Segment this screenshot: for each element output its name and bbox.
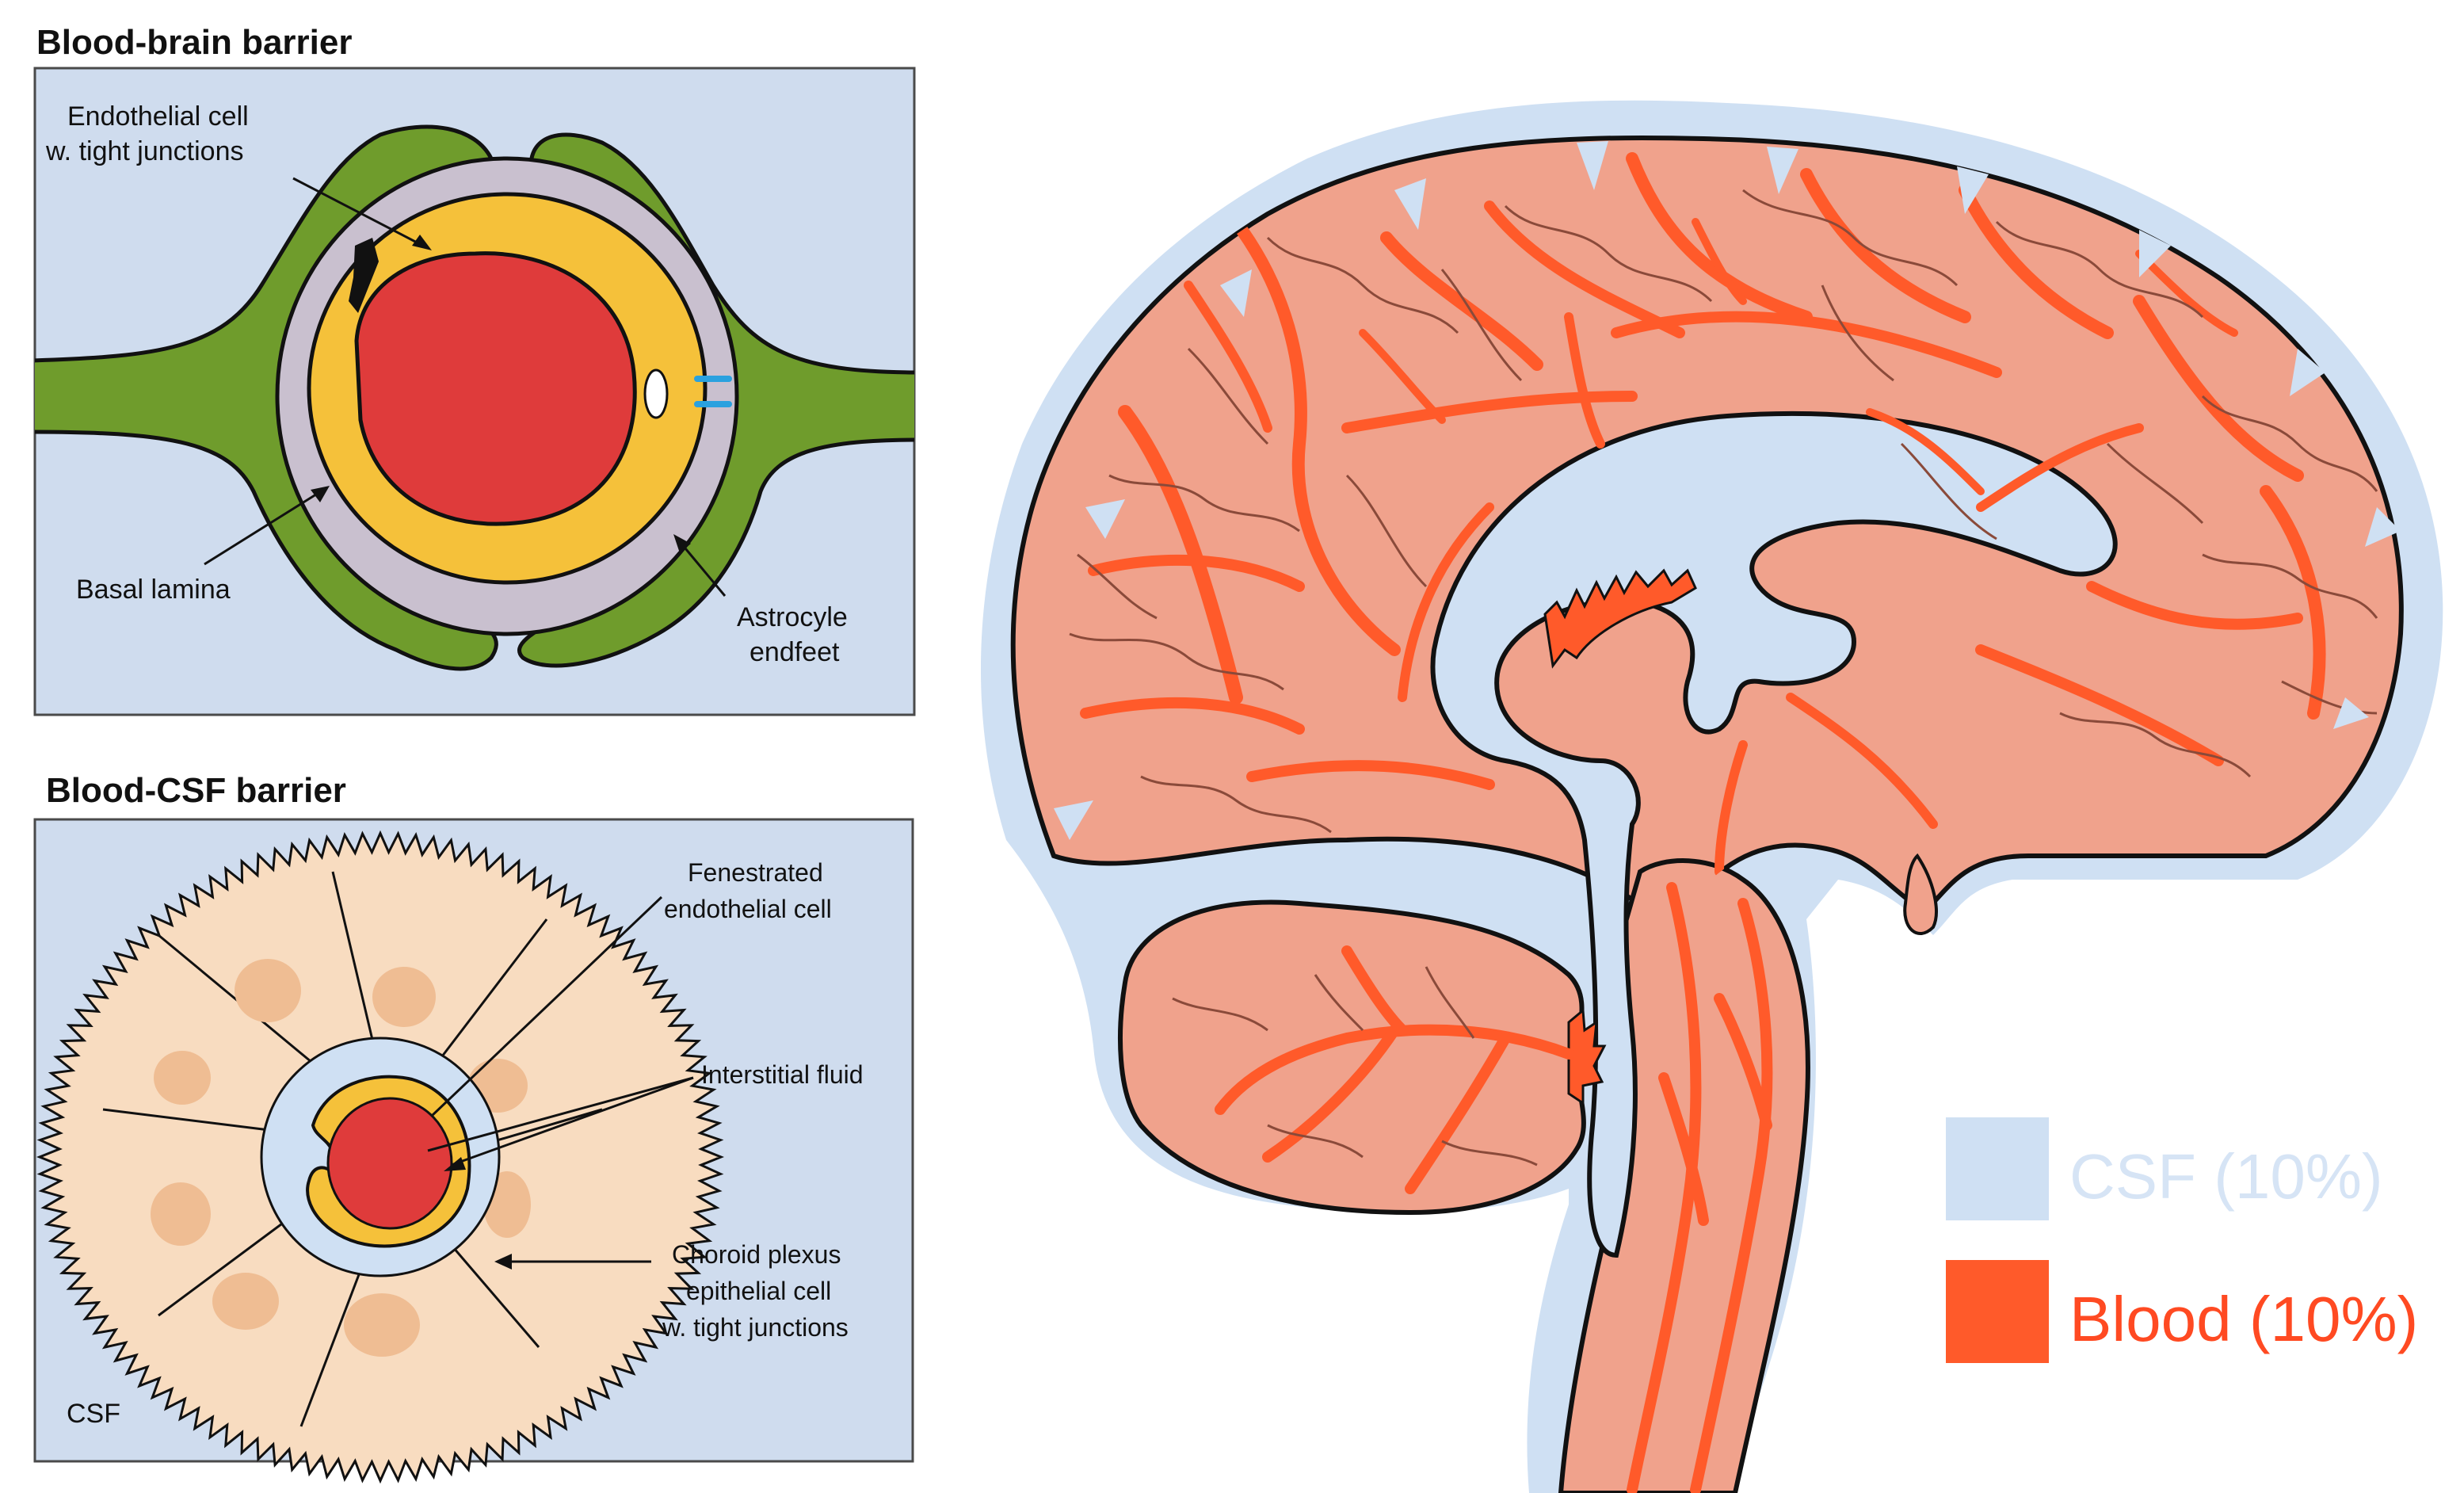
- label-csf: CSF: [67, 1399, 120, 1429]
- label-basal-lamina: Basal lamina: [76, 575, 231, 605]
- bbb-title: Blood-brain barrier: [36, 23, 353, 62]
- label-fenestrated-line2: endothelial cell: [664, 895, 832, 923]
- bcsf-panel: Fenestrated endothelial cell Interstitia…: [33, 818, 914, 1484]
- endothelial-arrow: [292, 177, 421, 246]
- brain-sagittal-section: [980, 100, 2443, 1493]
- label-astrocyte-line2: endfeet: [749, 637, 840, 667]
- bcsf-title: Blood-CSF barrier: [46, 771, 346, 810]
- legend-swatch-blood: [1946, 1260, 2049, 1363]
- label-astrocyte-line1: Astrocyle: [737, 602, 848, 632]
- lateral-ventricle: [1430, 410, 2118, 1258]
- blood-vessels: [1080, 152, 2326, 876]
- legend-swatch-csf: [1946, 1117, 2049, 1220]
- interstitial-arrow-head: [444, 1157, 466, 1171]
- brainstem-vessels: [1627, 882, 1773, 1493]
- label-endothelial-line2: w. tight junctions: [45, 136, 243, 166]
- endothelial-nucleus: [643, 368, 669, 419]
- tight-junction-icon: [349, 238, 379, 313]
- choroid-arrow-head: [494, 1254, 512, 1270]
- label-choroid-line2: epithelial cell: [686, 1277, 831, 1305]
- choroid-plexus-ventricle: [1543, 568, 1697, 669]
- legend: CSF (10%) Blood (10%): [1946, 1117, 2418, 1363]
- sulci: [1054, 141, 2401, 840]
- cerebellar-tooth: [1567, 1007, 1607, 1105]
- label-choroid-line1: Choroid plexus: [672, 1240, 841, 1269]
- astrocyte-arrow: [680, 543, 727, 597]
- interstitial-pointer-2: [451, 1076, 694, 1167]
- label-endothelial-line1: Endothelial cell: [67, 101, 249, 132]
- astrocyte-arrow-head: [673, 534, 691, 553]
- basal-lamina-arrow-head: [311, 486, 330, 502]
- fenestrated-pointer: [430, 895, 663, 1117]
- bbb-panel: Endothelial cell w. tight junctions Basa…: [33, 67, 916, 716]
- legend-label-blood: Blood (10%): [2069, 1284, 2418, 1354]
- capillary-network: [1069, 189, 2378, 834]
- label-choroid-line3: w. tight junctions: [662, 1313, 849, 1342]
- blood-lumen: [354, 251, 637, 526]
- label-interstitial: Interstitial fluid: [701, 1060, 864, 1089]
- endothelial-arrow-head: [412, 235, 432, 250]
- interstitial-pointer-1: [427, 1076, 694, 1152]
- cerebellar-capillaries: [1172, 966, 1538, 1167]
- pituitary: [1903, 853, 1938, 935]
- basal-lamina-arrow: [204, 491, 319, 566]
- legend-label-csf: CSF (10%): [2069, 1141, 2383, 1212]
- label-fenestrated-line1: Fenestrated: [688, 858, 823, 887]
- gap-junction-icon: [694, 376, 732, 407]
- cerebellum: [1118, 899, 1586, 1216]
- cerebellar-vessels: [1215, 945, 1574, 1194]
- capillary-lumen: [326, 1097, 453, 1230]
